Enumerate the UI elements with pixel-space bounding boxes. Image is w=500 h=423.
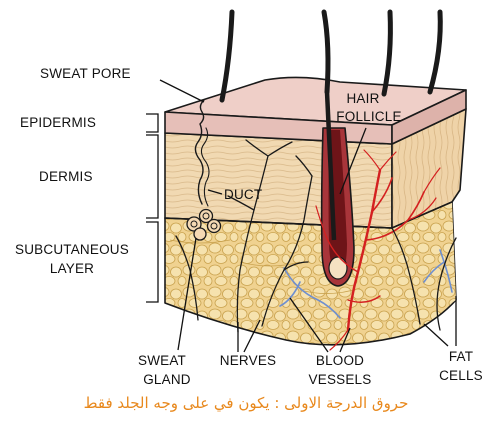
vein-1	[283, 267, 341, 319]
label-fat-1: FAT	[449, 349, 473, 364]
label-subcutaneous-1: SUBCUTANEOUS	[15, 242, 129, 257]
hair-strand-2	[321, 9, 331, 95]
caption-arabic: حروق الدرجة الاولى : يكون في على وجه الج…	[84, 394, 409, 413]
nerve-5	[391, 227, 421, 325]
sweat-duct-double	[200, 127, 210, 207]
nerve-1	[236, 155, 269, 333]
gland-coil-2	[198, 208, 214, 224]
bracket-subcutaneous	[146, 221, 159, 303]
epidermis-top	[164, 76, 467, 126]
blood-vessels-red	[315, 149, 441, 351]
label-fat-2: CELLS	[439, 368, 483, 383]
layer-brackets	[146, 113, 159, 303]
nerve-3	[175, 235, 199, 321]
leader-lines	[159, 79, 457, 353]
hair-strand-4	[427, 9, 443, 95]
label-subcutaneous-2: LAYER	[50, 261, 94, 276]
label-sweat-pore: SWEAT PORE	[40, 66, 131, 81]
artery-branch-7	[315, 205, 349, 351]
label-duct: DUCT	[224, 187, 262, 202]
label-sweat-gland-1: SWEAT	[138, 353, 186, 368]
label-epidermis: EPIDERMIS	[20, 115, 96, 130]
fat-edge-detail	[169, 239, 361, 294]
epidermis-side	[391, 89, 467, 145]
gland-coil-1	[186, 216, 202, 232]
label-blood-2: VESSELS	[309, 372, 372, 387]
leader-sweat-pore	[159, 79, 205, 103]
artery-branch-5	[363, 149, 397, 171]
hair-shaft	[324, 91, 337, 241]
blood-vessels-blue	[279, 249, 453, 319]
gland-coil-5	[190, 220, 198, 228]
fat-side-top	[392, 202, 456, 326]
leader-hair-follicle	[339, 127, 367, 195]
gland-coil-4	[193, 227, 207, 241]
artery-branch-6	[407, 167, 441, 221]
gland-coil-7	[210, 222, 218, 230]
nerve-2-branch	[283, 155, 313, 271]
labels: SWEAT PORE EPIDERMIS DERMIS SUBCUTANEOUS…	[15, 66, 483, 387]
vein-3	[423, 249, 453, 293]
nerve-4	[436, 237, 457, 331]
hair-strand-3	[381, 9, 393, 97]
label-hair-1: HAIR	[346, 91, 379, 106]
label-dermis: DERMIS	[39, 169, 93, 184]
nerve-2	[261, 175, 313, 327]
bracket-dermis	[146, 134, 159, 219]
hair-bulb	[328, 256, 348, 280]
label-nerves: NERVES	[220, 353, 276, 368]
label-blood-1: BLOOD	[316, 353, 364, 368]
label-sweat-gland-2: GLAND	[143, 372, 191, 387]
nerve-1-branch	[227, 139, 293, 211]
leader-blood-1	[289, 297, 329, 353]
hairs	[219, 9, 443, 103]
leader-blood-2	[339, 327, 351, 353]
leader-nerves-2	[243, 319, 261, 353]
gland-coil-6	[202, 212, 210, 220]
gland-coil-3	[206, 218, 222, 234]
hair-strand-1	[219, 9, 235, 103]
leader-fat-1	[423, 323, 449, 347]
leader-sweat-gland	[177, 237, 197, 351]
hair-follicle	[320, 91, 355, 287]
sweat-duct	[194, 99, 205, 205]
nerves	[175, 139, 457, 333]
label-hair-2: FOLLICLE	[336, 109, 401, 124]
leader-duct	[207, 189, 223, 195]
vein-2	[279, 281, 301, 307]
artery-branch-4	[347, 295, 381, 303]
artery-branch-1	[371, 177, 393, 213]
bracket-epidermis	[146, 113, 159, 133]
sweat-gland	[186, 99, 222, 241]
artery-branch-3	[325, 235, 359, 273]
